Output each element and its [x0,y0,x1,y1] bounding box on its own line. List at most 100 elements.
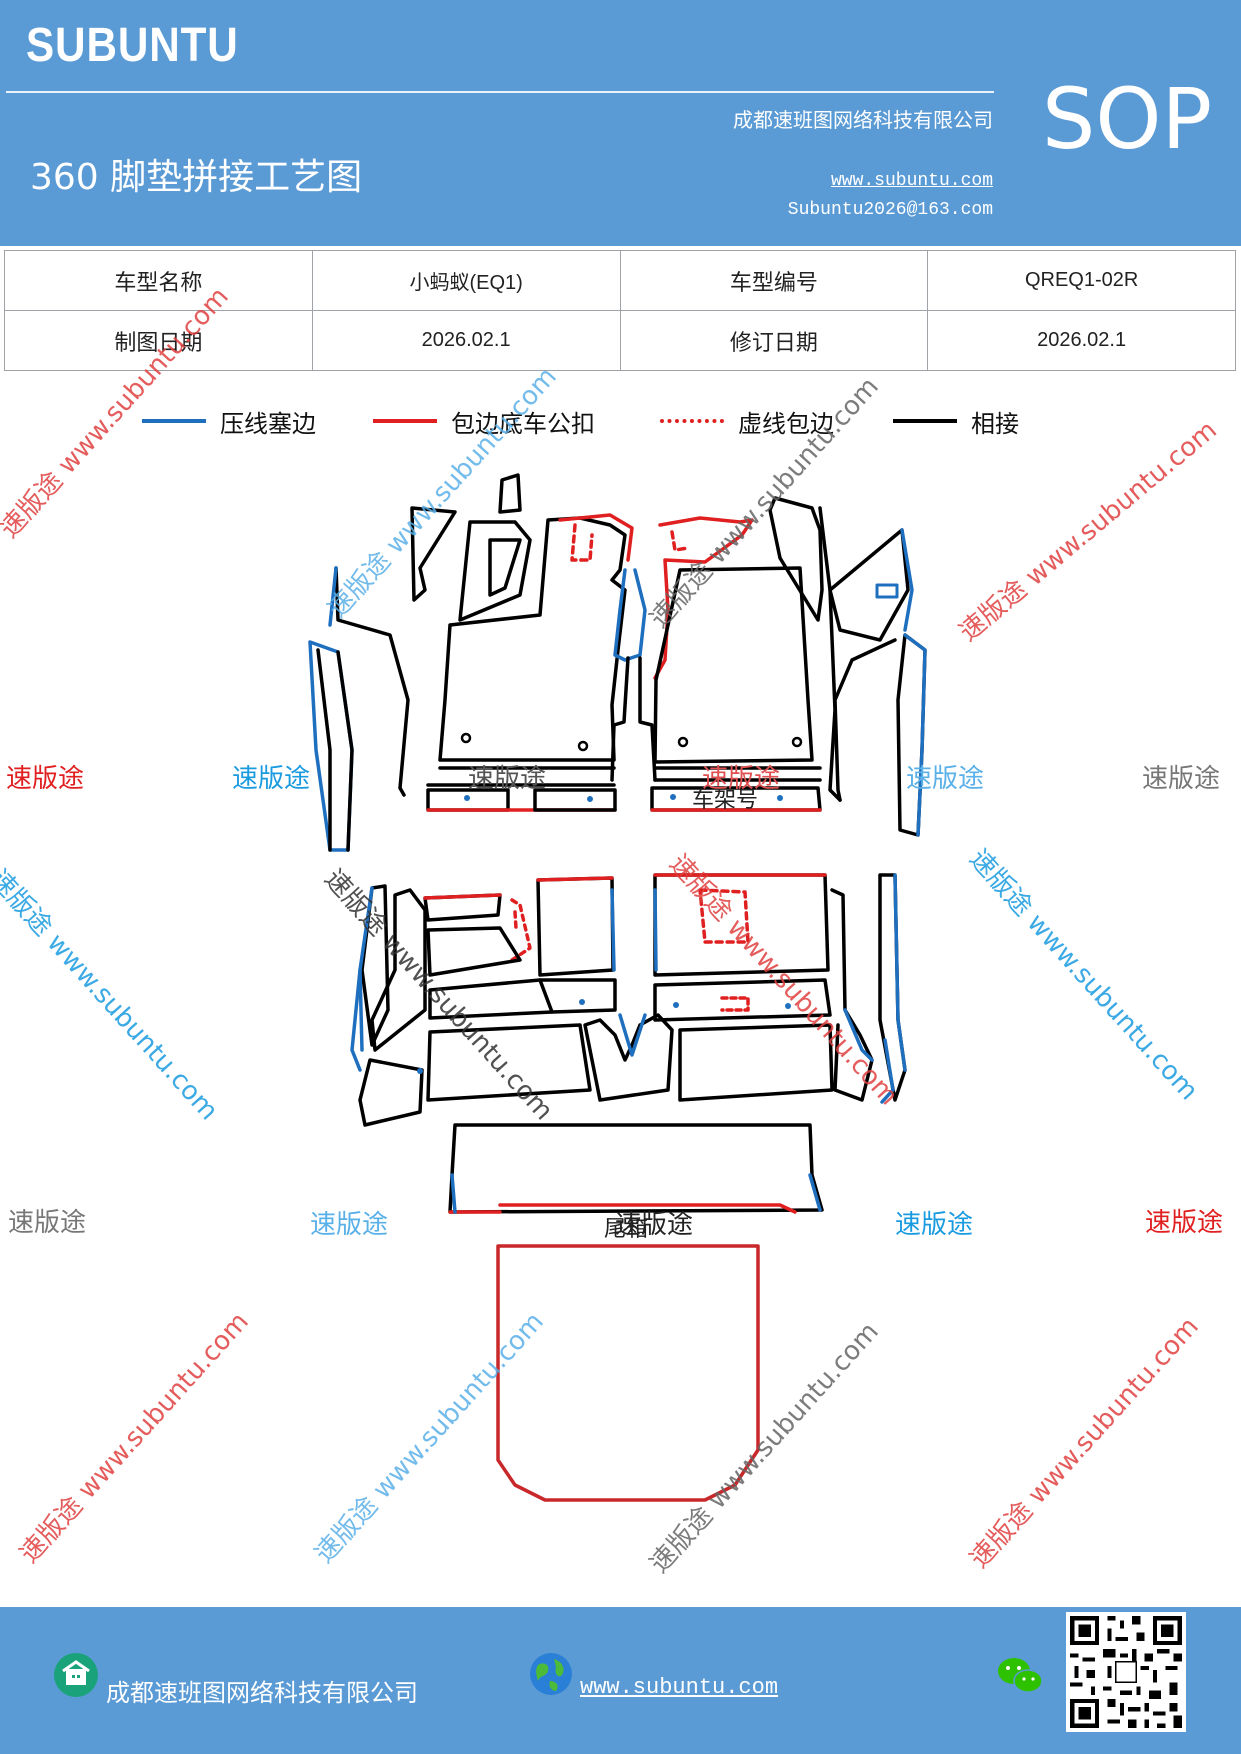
hole-marker [791,736,803,748]
mat-piece [426,1023,592,1102]
wechat-icon[interactable] [996,1655,1044,1697]
watermark: 速版途 [1142,764,1221,794]
footer-bar: 成都速班图网络科技有限公司 www.subuntu.com [0,1607,1241,1754]
footer-website-link[interactable]: www.subuntu.com [580,1675,779,1700]
model-name-label: 车型名称 [4,250,313,311]
sop-badge: SOP [1042,70,1213,168]
brand-logo: SUBUNTU [26,19,239,72]
mat-piece [498,473,522,514]
hole-marker [677,736,689,748]
mat-piece [618,1013,647,1057]
model-code-value: QREQ1-02R [927,250,1236,311]
mat-piece [536,876,614,882]
watermark: 速版途 [8,1208,87,1238]
website-link[interactable]: www.subuntu.com [830,171,993,191]
mat-piece [316,648,332,852]
watermark: 速版途 [906,764,985,794]
draw-date-label: 制图日期 [4,310,313,371]
info-table: 车型名称 小蚂蚁(EQ1) 车型编号 QREQ1-02R 制图日期 2026.0… [4,250,1236,371]
company-name: 成都速班图网络科技有限公司 [733,108,993,132]
mat-piece [610,888,616,972]
mat-piece [670,530,690,552]
hole-marker [777,795,783,801]
qr-code-icon [1066,1612,1186,1732]
legend-item-red-dashed: 虚线包边 [660,405,834,438]
mat-piece [448,1123,824,1214]
watermark: 速版途 [702,764,781,794]
mat-piece [893,873,907,1072]
revise-date-value: 2026.02.1 [927,310,1236,371]
legend-item-blue: 压线塞边 [142,405,316,438]
mat-piece [768,496,824,622]
legend-label: 压线塞边 [220,409,316,438]
mat-piece [510,898,532,962]
trunk-label: 尾箱 [604,1217,648,1242]
watermark: 速版途 [615,1210,694,1240]
draw-date-value: 2026.02.1 [311,310,621,371]
email-address: Subuntu2026@163.com [787,200,993,220]
table-row: 车型名称 小蚂蚁(EQ1) 车型编号 QREQ1-02R [4,250,1236,311]
mat-piece [583,1013,674,1102]
legend-swatch [373,419,437,423]
header-divider [6,91,994,93]
model-code-label: 车型编号 [619,250,929,311]
mat-piece [488,538,522,597]
hole-marker [577,740,589,752]
clip-marker [875,583,899,599]
mat-piece [570,523,594,562]
mat-piece [426,926,522,977]
mat-piece [678,1023,834,1102]
legend-label: 包边底车公扣 [451,409,595,438]
front-row-pieces [308,473,927,852]
mat-piece [653,978,832,1022]
mat-piece [653,766,822,782]
watermark: 速版途 [232,764,311,794]
mat-piece [336,650,354,852]
watermark: 速版途 [468,764,547,794]
mat-piece [653,888,658,972]
legend-swatch [660,419,724,423]
mat-piece [698,888,750,944]
mat-piece [843,1008,874,1062]
mat-piece [448,1203,797,1214]
legend-swatch [893,419,957,423]
mat-piece [328,566,338,627]
legend-label: 相接 [971,409,1019,438]
floor-mat-diagram: 车架号 尾箱 [308,473,927,1502]
watermark: 速版途 [1145,1208,1224,1238]
watermark: 速版途 [310,1210,389,1240]
hole-marker [579,999,585,1005]
mat-piece [903,633,927,837]
hole-marker [464,795,470,801]
watermark: 速版途 [895,1210,974,1240]
legend-label: 虚线包边 [738,409,834,438]
header-banner: SUBUNTU 成都速班图网络科技有限公司 360 脚垫拼接工艺图 www.su… [0,0,1241,246]
rear-row-pieces [350,873,907,1214]
hole-marker [417,1068,423,1074]
mat-piece [613,568,647,662]
hole-marker [785,1003,791,1009]
hole-marker [670,794,676,800]
legend-item-red: 包边底车公扣 [373,405,595,438]
trunk-mat [496,1244,760,1502]
mat-piece [828,528,910,642]
mat-piece [880,1038,895,1104]
mat-piece [458,520,532,622]
mat-piece [653,566,814,764]
hole-marker [460,732,472,744]
legend-item-black: 相接 [893,405,1019,438]
table-row: 制图日期 2026.02.1 修订日期 2026.02.1 [4,310,1236,371]
frame-number-label: 车架号 [692,788,758,813]
legend-swatch [142,419,206,423]
mat-piece [900,528,914,632]
mat-piece [833,638,897,802]
mat-piece [538,978,617,1014]
model-name-value: 小蚂蚁(EQ1) [311,250,621,311]
mat-piece [610,656,657,782]
document-title: 360 脚垫拼接工艺图 [30,157,363,198]
watermark: 速版途 [6,764,85,794]
revise-date-label: 修订日期 [619,310,929,371]
mat-piece [720,996,750,1012]
home-icon [54,1653,98,1697]
hole-marker [587,796,593,802]
